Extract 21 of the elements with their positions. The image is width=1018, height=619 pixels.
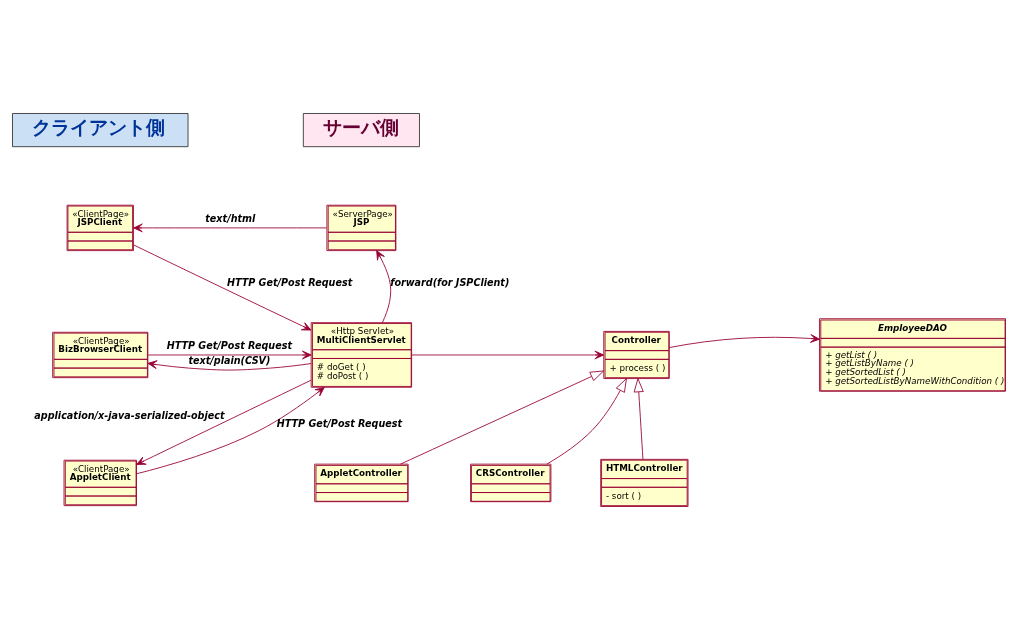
arrow [633, 377, 644, 459]
edge-label: application/x-java-serialized-object [34, 409, 225, 421]
arrow [133, 223, 328, 232]
arrow [136, 379, 312, 465]
edge-label: forward(for JSPClient) [390, 276, 510, 288]
node-box: サーバ側 [302, 112, 420, 147]
arrow [147, 359, 312, 370]
edge-label: HTTP Get/Post Request [226, 276, 353, 288]
node-box: クライアント側 [12, 112, 189, 147]
arrow [400, 370, 605, 465]
edge-label: text/plain(CSV) [188, 354, 271, 366]
arrow [133, 243, 312, 330]
arrow [136, 386, 325, 474]
arrow [668, 333, 820, 348]
edge-label: text/html [205, 212, 256, 224]
arrow [147, 350, 312, 359]
edge-label: HTTP Get/Post Request [166, 339, 292, 351]
arrow [376, 249, 392, 323]
arrow [546, 377, 627, 464]
edge-label: HTTP Get/Post Request [276, 417, 403, 429]
arrow [411, 350, 604, 359]
